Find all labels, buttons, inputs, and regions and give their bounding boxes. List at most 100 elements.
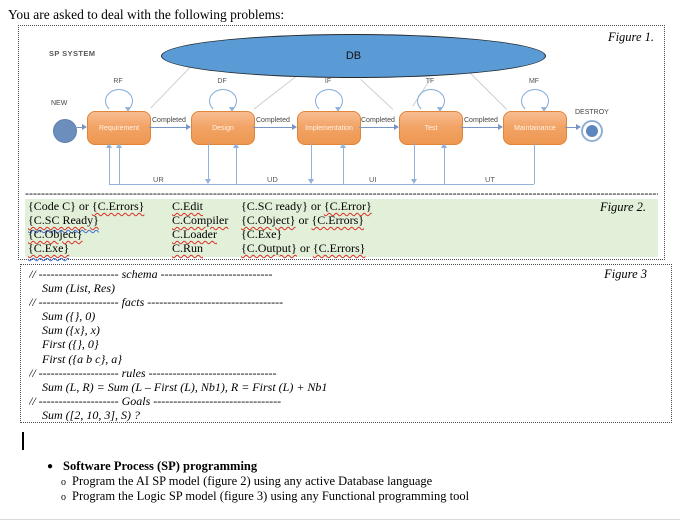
feedback-line (414, 143, 415, 180)
task-item-text: Program the Logic SP model (figure 3) us… (72, 489, 470, 503)
db-connector-line (470, 73, 508, 110)
arrowhead-up (233, 143, 239, 148)
stage-label: Design (212, 124, 234, 132)
self-loop-arc (521, 89, 549, 113)
destroy-state-label: DESTROY (575, 109, 609, 116)
circle-bullet-icon: o (61, 477, 66, 488)
figure2-row: {C.SC Ready} C.Compiler {C.Object} or {C… (28, 213, 365, 227)
transition-label: Completed (361, 117, 395, 124)
arrowhead-up (106, 143, 112, 148)
transition-label: Completed (152, 117, 186, 124)
figure2-row: {Code C} or {C.Errors} C.Edit {C.SC read… (28, 199, 372, 213)
new-state-label: NEW (51, 100, 68, 107)
bullet-icon: ● (47, 461, 54, 472)
code-line: Sum (L, R) = Sum (L – First (L), Nb1), R… (42, 379, 328, 394)
code-line: // -------------------- rules ----------… (29, 365, 277, 380)
feedback-line (311, 143, 312, 180)
stage-label: Maintainance (514, 124, 556, 132)
loop-label-mf: MF (528, 78, 540, 85)
self-loop-arrowhead (229, 107, 235, 112)
transition-label: Completed (464, 117, 498, 124)
text-cursor (22, 432, 24, 450)
arrow-maint-to-destroy (565, 127, 576, 128)
feedback-line (236, 147, 237, 184)
arrowhead-down (411, 179, 417, 184)
code-line: First ({a b c}, a} (42, 351, 123, 366)
feedback-line (208, 143, 209, 180)
feedback-label-ut: UT (485, 175, 495, 184)
self-loop-arc (209, 89, 237, 113)
arrow-impl-to-test (359, 127, 394, 128)
code-line: First ({}, 0} (42, 337, 99, 352)
transition-label: Completed (256, 117, 290, 124)
db-ellipse[interactable]: DB (161, 34, 546, 78)
stage-requirement[interactable]: Requirement (87, 111, 151, 145)
arrow-test-to-maint (461, 127, 498, 128)
stage-label: Test (424, 124, 438, 132)
stage-test[interactable]: Test (399, 111, 463, 145)
self-loop-arrowhead (335, 107, 341, 112)
task-item: o Program the Logic SP model (figure 3) u… (61, 489, 469, 504)
figure2-block[interactable]: Figure 2. {Code C} or {C.Errors} C.Edit … (25, 199, 658, 257)
code-line: // -------------------- schema ---------… (29, 267, 273, 281)
loop-label-tf: TF (425, 78, 435, 85)
arrowhead-up (441, 143, 447, 148)
figure1-frame[interactable]: Figure 1. SP SYSTEM DB RF DF IF TF MF NE… (18, 25, 665, 260)
self-loop-arrowhead (541, 107, 547, 112)
self-loop-arrowhead (125, 107, 131, 112)
arrowhead-up (116, 143, 122, 148)
feedback-line (534, 143, 535, 184)
new-state-node[interactable] (53, 119, 77, 143)
feedback-line (343, 147, 344, 184)
stage-maintainance[interactable]: Maintainance (503, 111, 567, 145)
arrowhead (82, 124, 87, 130)
code-line: Sum ({}, 0) (42, 309, 96, 324)
self-loop-arrowhead (437, 107, 443, 112)
stage-implementation[interactable]: Implementation (297, 111, 361, 145)
code-line: // -------------------- Goals ----------… (29, 393, 282, 408)
figure2-row: {C.Object} C.Loader {C.Exe} (28, 227, 283, 241)
task-heading: ● Software Process (SP) programming (47, 459, 257, 474)
window-divider (0, 519, 680, 520)
stage-design[interactable]: Design (191, 111, 255, 145)
self-loop-arc (315, 89, 343, 113)
task-item: o Program the AI SP model (figure 2) usin… (61, 474, 432, 489)
dashed-separator: ----------------------------------------… (25, 186, 658, 199)
db-label: DB (345, 50, 362, 62)
arrow-req-to-design (149, 127, 186, 128)
db-connector-line (150, 64, 193, 109)
arrowhead-down (205, 179, 211, 184)
figure3-frame[interactable]: Figure 3 // -------------------- schema … (20, 264, 672, 423)
feedback-line (119, 147, 120, 184)
figure2-row: {C.Exe} C.Run {C.Output} or {C.Errors} (28, 241, 366, 255)
circle-bullet-icon: o (61, 492, 66, 503)
code-line: // -------------------- facts ----------… (29, 295, 284, 310)
feedback-rail (109, 184, 534, 185)
stage-label: Requirement (98, 124, 140, 132)
destroy-state-node[interactable] (581, 120, 603, 142)
arrowhead-down (308, 179, 314, 184)
db-connector-line (253, 76, 296, 110)
db-connector-line (360, 79, 394, 110)
feedback-label-ud: UD (267, 175, 278, 184)
task-item-text: Program the AI SP model (figure 2) using… (72, 474, 433, 488)
arrowhead (292, 124, 297, 130)
figure2-caption: Figure 2. (599, 200, 646, 214)
figure3-caption: Figure 3 (604, 267, 647, 281)
code-line: Sum ({x}, x) (42, 323, 100, 338)
feedback-label-ui: UI (369, 175, 377, 184)
figure3-code: // -------------------- schema ---------… (29, 267, 611, 422)
loop-label-rf: RF (113, 78, 123, 85)
arrowhead-up (340, 143, 346, 148)
stage-label: Implementation (305, 124, 353, 132)
page-title: You are asked to deal with the following… (8, 7, 285, 22)
arrowhead (576, 124, 581, 130)
destroy-inner-circle (586, 125, 598, 137)
feedback-line (109, 147, 110, 184)
code-line: Sum (List, Res) (42, 281, 115, 296)
self-loop-arc (417, 89, 445, 113)
arrowhead (498, 124, 503, 130)
task-heading-text: Software Process (SP) programming (63, 459, 258, 473)
self-loop-arc (105, 89, 133, 113)
